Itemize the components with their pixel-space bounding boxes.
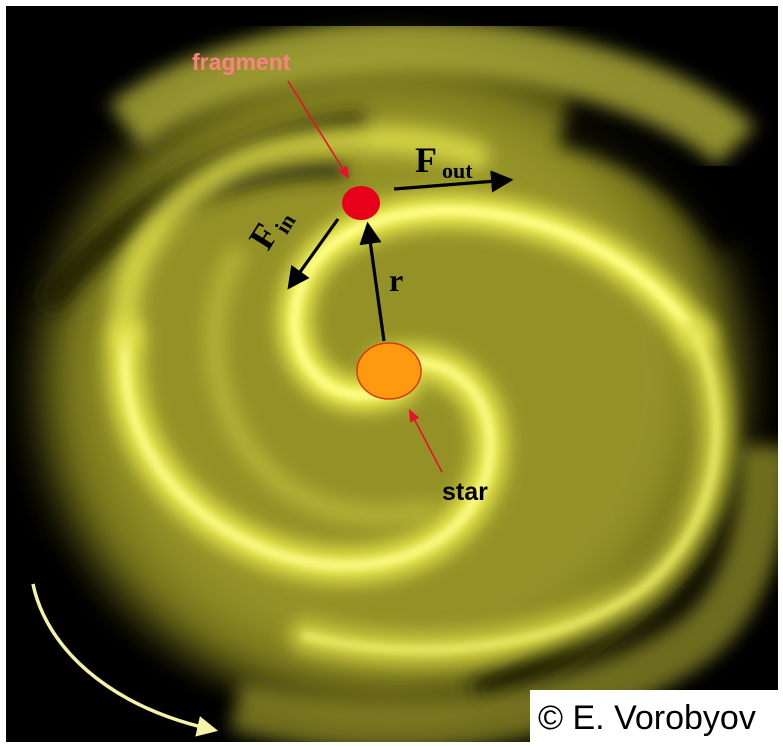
fragment-label: fragment — [192, 49, 291, 75]
credit-background — [530, 690, 778, 742]
radius-label: r — [389, 262, 403, 298]
outer-spiral-arm-lower — [229, 445, 778, 742]
outer-spiral-arm — [108, 18, 756, 167]
star-dot — [356, 342, 422, 400]
force-in-arrow — [287, 218, 340, 290]
force-out-label: F out — [415, 140, 473, 183]
force-out-main-text: F — [415, 140, 437, 180]
radius-vector-arrow — [359, 221, 386, 342]
force-out-arrow — [393, 170, 514, 193]
fragment-pointer-arrow — [287, 80, 350, 180]
star-pointer-arrow — [408, 408, 443, 473]
disk-diagram: fragment star r F out F in © E. Vorobyov — [6, 6, 778, 742]
star-label: star — [442, 478, 488, 506]
credit-text: © E. Vorobyov — [538, 699, 756, 737]
rotation-arrow — [31, 583, 219, 737]
force-out-subscript: out — [442, 158, 473, 183]
fragment-dot — [342, 186, 380, 220]
